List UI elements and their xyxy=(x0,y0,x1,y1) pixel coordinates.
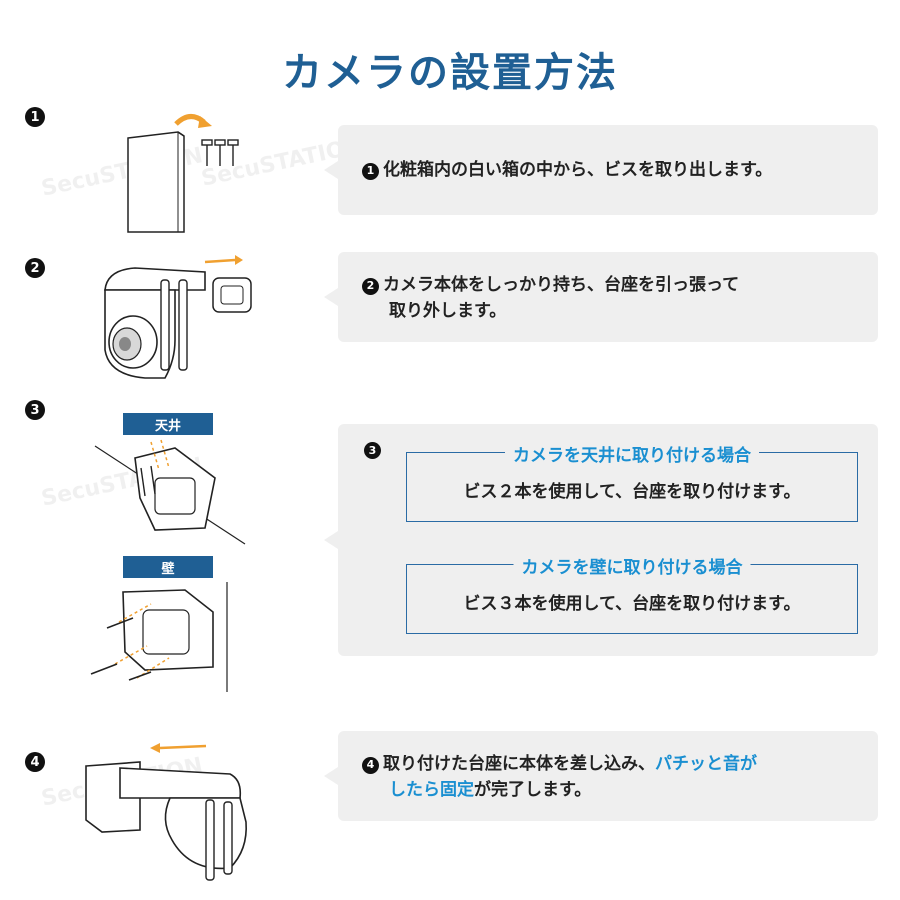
ceiling-instruction-heading: カメラを天井に取り付ける場合 xyxy=(505,441,759,466)
page-title: カメラの設置方法 xyxy=(282,50,618,96)
step-3-number: 3 xyxy=(25,400,45,420)
wall-mount-illustration xyxy=(90,582,228,692)
step-4-text-line-2: が完了します。 xyxy=(474,780,592,800)
ceiling-mount-illustration xyxy=(94,439,246,545)
step-2-number: 2 xyxy=(25,258,45,278)
step-1-text: 化粧箱内の白い箱の中から、ビスを取り出します。 xyxy=(383,160,773,180)
step-4-inline-number: 4 xyxy=(362,756,379,774)
step-3-card: 3 カメラを天井に取り付ける場合 ビス２本を使用して、台座を取り付けます。 カメ… xyxy=(324,424,878,656)
ceiling-instruction-frame: カメラを天井に取り付ける場合 ビス２本を使用して、台座を取り付けます。 xyxy=(406,441,858,522)
step-4-highlight-1: パチッと音が xyxy=(655,754,757,774)
camera-detach-base-illustration xyxy=(104,255,252,379)
step-4-number: 4 xyxy=(25,752,45,772)
wall-instruction-heading: カメラを壁に取り付ける場合 xyxy=(513,553,751,578)
wall-instruction-text: ビス３本を使用して、台座を取り付けます。 xyxy=(463,594,801,614)
wall-instruction-frame: カメラを壁に取り付ける場合 ビス３本を使用して、台座を取り付けます。 xyxy=(406,553,858,634)
step-2-text-line-1: カメラ本体をしっかり持ち、台座を引っ張って xyxy=(383,275,740,295)
step-4-highlight-2: したら固定 xyxy=(389,780,474,800)
ceiling-tag: 天井 xyxy=(123,413,213,435)
step-3-inline-number: 3 xyxy=(364,442,381,459)
step-2-text-line-2: 取り外します。 xyxy=(389,301,507,321)
white-box-screws-illustration xyxy=(127,114,239,233)
step-4-text-line-1: 取り付けた台座に本体を差し込み、 xyxy=(383,754,655,774)
camera-attach-illustration xyxy=(85,743,247,881)
ceiling-instruction-text: ビス２本を使用して、台座を取り付けます。 xyxy=(463,482,801,502)
wall-tag: 壁 xyxy=(123,556,213,578)
step-2-inline-number: 2 xyxy=(362,277,379,295)
step-1-number: 1 xyxy=(25,107,45,127)
step-1-inline-number: 1 xyxy=(362,162,379,180)
